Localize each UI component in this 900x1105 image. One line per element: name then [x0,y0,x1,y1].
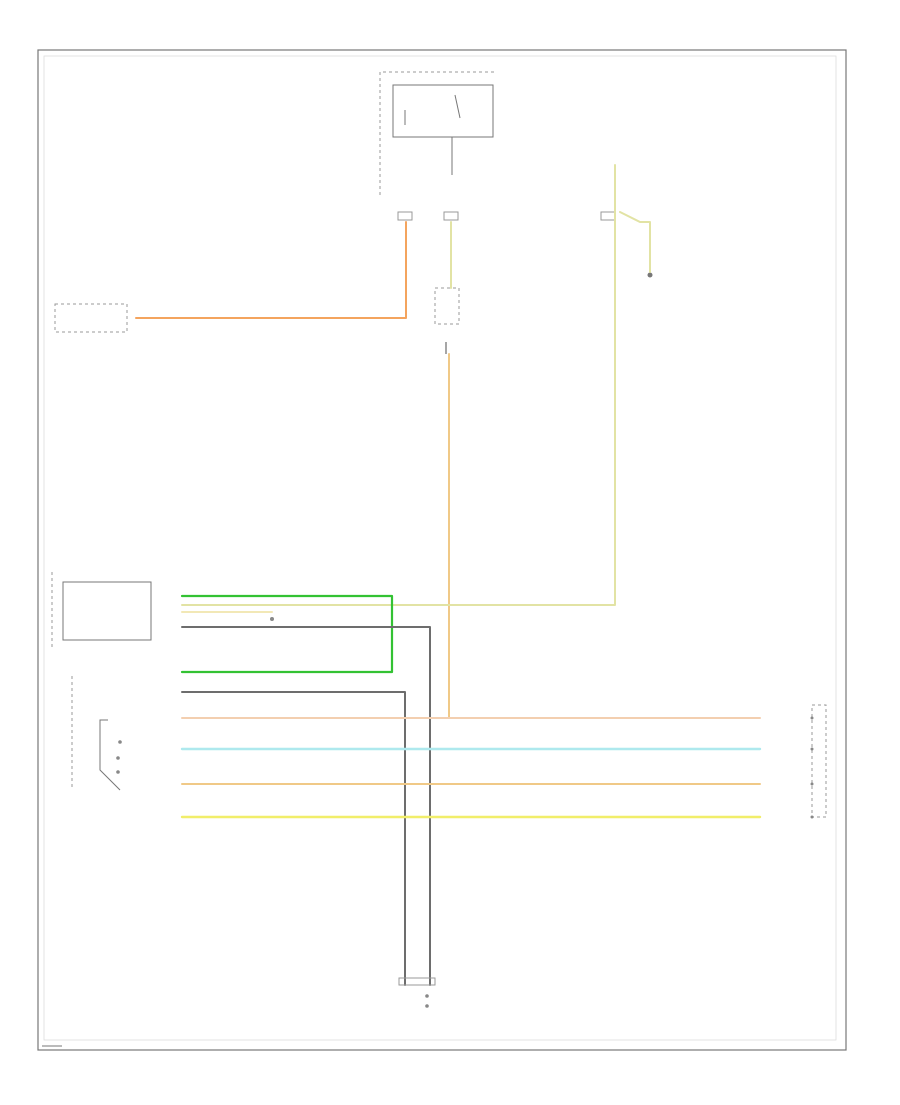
blower-switch-lever [99,719,121,791]
ground-top-symbol [647,272,653,278]
motor-resistor-assembly [810,704,827,819]
diagram-inner-border [43,55,837,1041]
switch-contact-1 [118,740,122,744]
resistor-pin-4 [810,815,814,819]
blower-switch-assembly [71,676,122,791]
relay-box [392,84,494,138]
diagram-frame [37,49,847,1051]
wire-gray-switch-to-ground [181,691,406,986]
relay-switch [454,94,461,119]
wire-green-loop [180,594,394,674]
body-control-module [54,303,128,333]
connector-c1 [397,211,413,221]
resistor-pin-3 [810,782,814,786]
switch-contact-3 [116,770,120,774]
fuse-relay-block [379,71,495,195]
blower-control-component [434,287,460,354]
hvac-control-module [51,572,274,650]
connector-c3 [600,211,616,221]
wire-splice-to-ground [619,211,651,273]
ground-bottom-dot-1 [425,994,429,998]
blower-control-box [434,287,460,325]
fuse-block-dashed-outline [379,71,495,195]
connector-c2 [443,211,459,221]
ground-bottom [398,977,436,1008]
resistor-pin-2 [810,747,814,751]
top-connectors [397,211,616,221]
wire-gray-hvac-to-ground [181,626,431,986]
switch-contact-2 [116,756,120,760]
resistor-pin-1 [810,716,814,720]
speed-wires [180,691,762,986]
wire-orange-bcm [135,221,407,319]
bcm-dashed-box [54,303,128,333]
bottom-connector [398,977,436,986]
ground-top [647,272,653,278]
ground-bottom-dot-2 [425,1004,429,1008]
wire-splice-to-hvac [181,164,616,606]
hvac-splice-dot [270,617,274,621]
upper-wires [135,164,651,719]
motor-resistor-box [811,704,827,818]
hvac-module-box [62,581,152,641]
hvac-wires [180,594,431,986]
